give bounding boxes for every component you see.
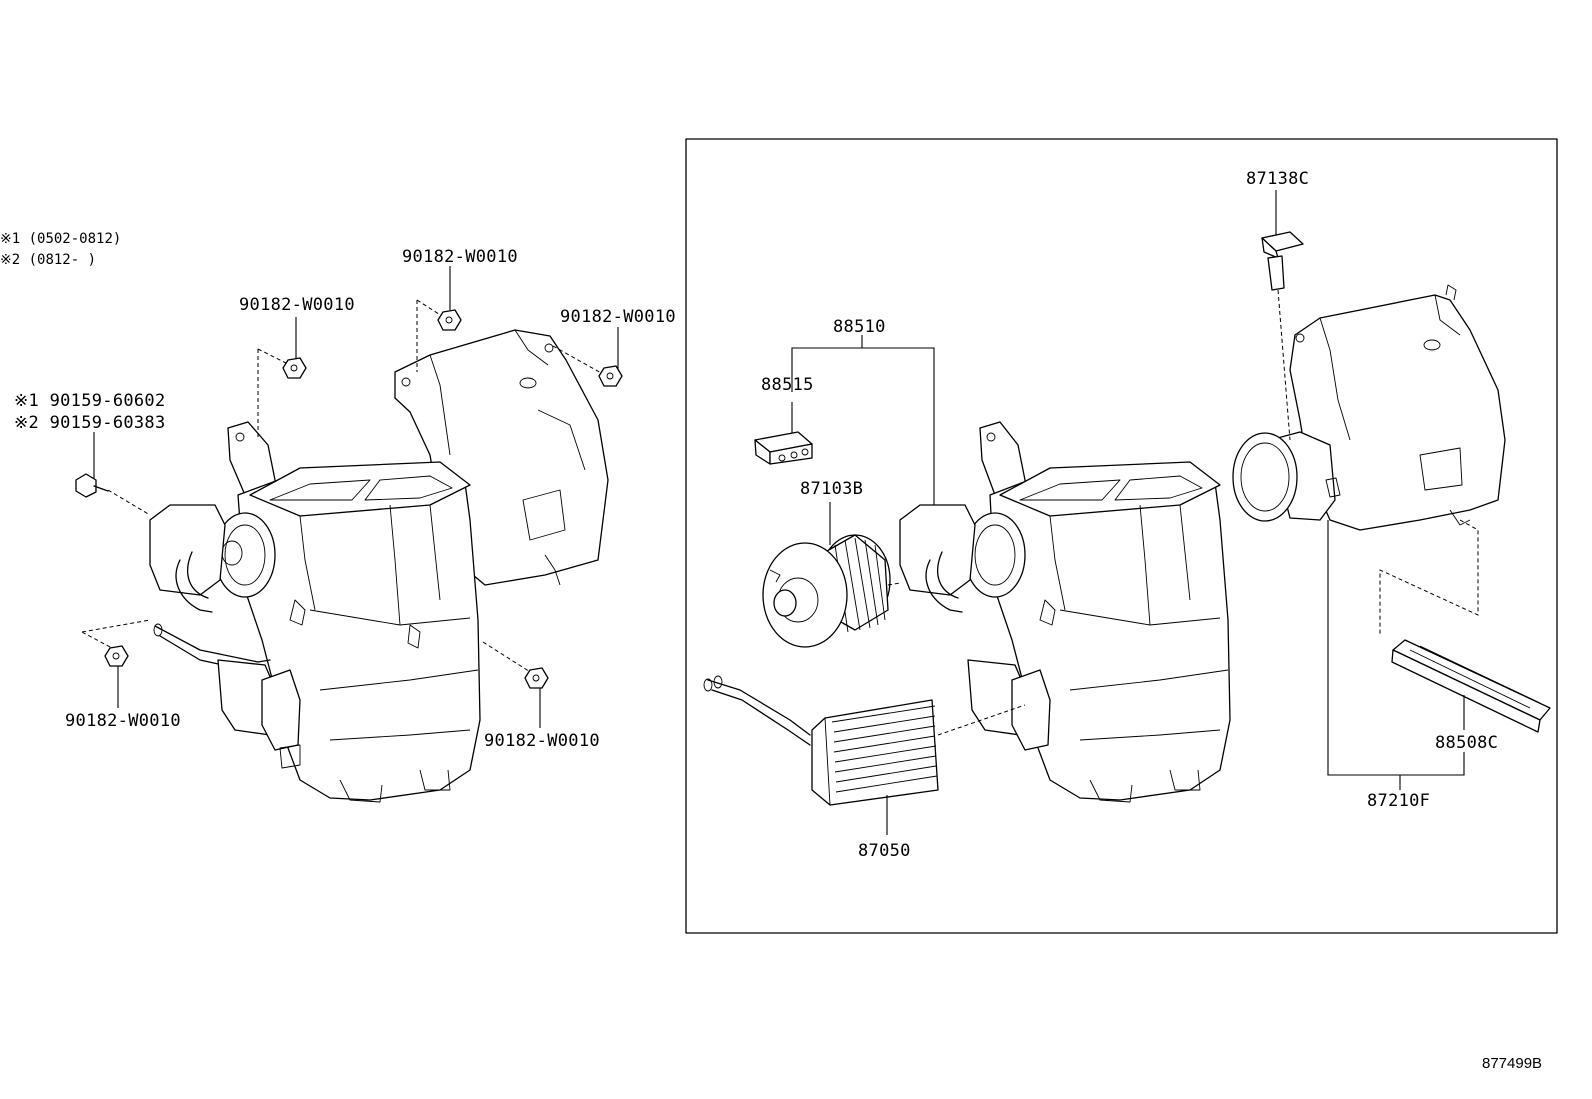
part-number-label: 90182-W0010 <box>484 731 600 751</box>
part-number-label: 88510 <box>833 317 886 337</box>
assembly-bracket <box>1327 520 1465 776</box>
part-number-label: 88508C <box>1435 733 1498 753</box>
part-number-label: 90182-W0010 <box>402 247 518 267</box>
bolt-icon <box>75 473 109 498</box>
part-number-label: ※2 90159-60383 <box>14 413 166 433</box>
left-leader-lines <box>81 266 619 728</box>
nut-icon <box>524 667 549 689</box>
nut-icon <box>598 365 623 387</box>
part-number-label: 87210F <box>1367 791 1430 811</box>
part-number-label: 87103B <box>800 479 863 499</box>
blower-housing-drawing <box>1232 284 1506 531</box>
figure-id: 877499B <box>1482 1055 1542 1072</box>
part-number-label: 90182-W0010 <box>239 295 355 315</box>
assembly-frame <box>685 138 1558 934</box>
air-filter-icon <box>1379 519 1551 733</box>
part-number-label: 87138C <box>1246 169 1309 189</box>
part-number-label: 87050 <box>858 841 911 861</box>
resistor-icon <box>1261 190 1304 441</box>
part-number-label: 88515 <box>761 375 814 395</box>
part-number-label: 90182-W0010 <box>560 307 676 327</box>
left-heater-unit-drawing <box>149 329 609 803</box>
blower-motor-icon <box>762 502 901 648</box>
left-fasteners <box>75 309 623 689</box>
nut-icon <box>437 309 462 331</box>
part-number-label: ※1 90159-60602 <box>14 391 166 411</box>
heater-core-icon <box>703 675 1026 835</box>
nut-icon <box>104 645 129 667</box>
connector-icon <box>754 402 813 465</box>
right-heater-unit-drawing <box>899 421 1231 803</box>
nut-icon <box>282 357 307 379</box>
footnote-2: ※2 (0812- ) <box>0 252 96 268</box>
motor-assembly-bracket <box>791 335 935 505</box>
footnote-1: ※1 (0502-0812) <box>0 231 121 247</box>
part-number-label: 90182-W0010 <box>65 711 181 731</box>
